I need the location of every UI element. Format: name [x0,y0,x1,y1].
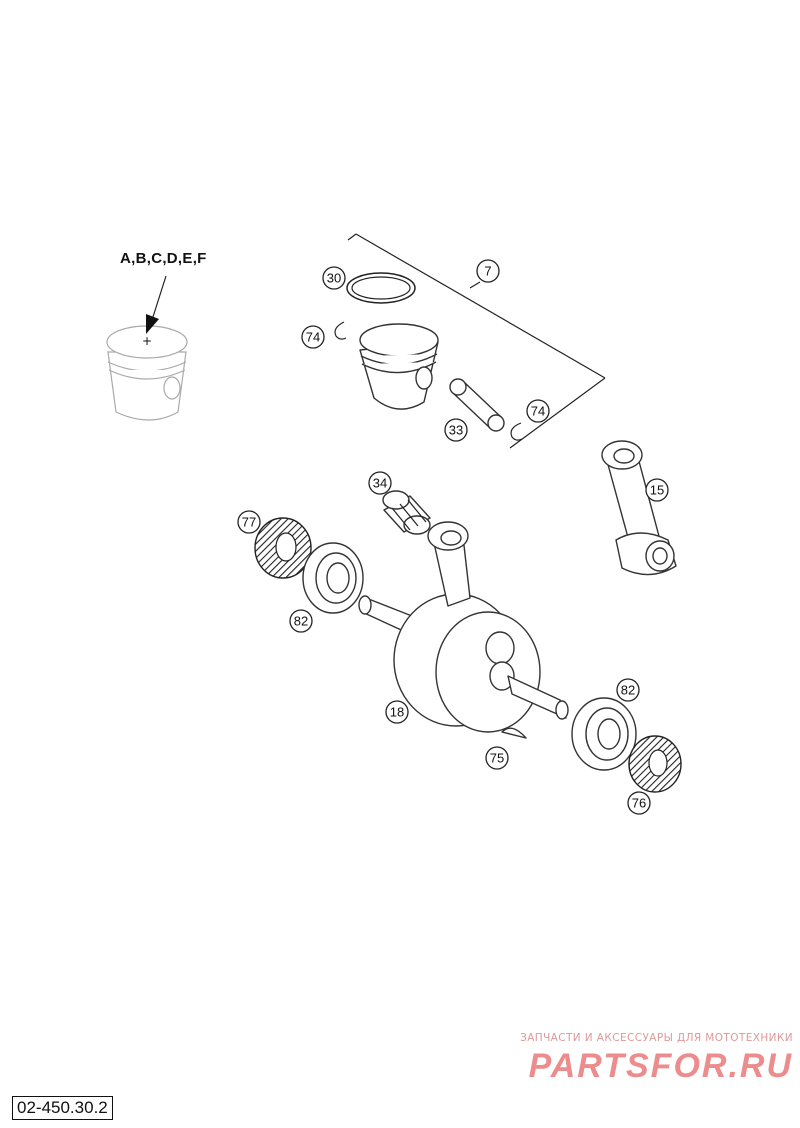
watermark: ЗАПЧАСТИ И АКСЕССУАРЫ ДЛЯ МОТОТЕХНИКИ PA… [488,1032,793,1086]
svg-text:74: 74 [531,404,545,419]
callout-piston-ring[interactable]: 30 [322,266,346,290]
ball-bearing-right [571,697,637,771]
svg-text:30: 30 [327,271,341,286]
needle-bearing [382,490,431,535]
callout-crankshaft[interactable]: 18 [385,700,409,724]
callout-bearing-right[interactable]: 82 [616,678,640,702]
callout-needle-bearing[interactable]: 34 [368,471,392,495]
oil-seal-right [628,735,682,793]
svg-text:34: 34 [373,476,387,491]
svg-text:76: 76 [632,796,646,811]
svg-text:33: 33 [449,423,463,438]
piston-kit-bracket [347,233,606,449]
callout-seal-left[interactable]: 77 [237,510,261,534]
watermark-logo: PARTSFOR.RU [528,1047,793,1085]
oil-seal-left [254,517,312,579]
circlip-right [510,422,523,441]
callout-seal-right[interactable]: 76 [627,791,651,815]
reference-piston: + [106,325,188,421]
ball-bearing-left [302,542,364,614]
piston-ring [346,272,416,304]
callout-woodruff-key[interactable]: 75 [485,746,509,770]
svg-text:74: 74 [306,330,320,345]
svg-text:82: 82 [294,614,308,629]
svg-text:18: 18 [390,705,404,720]
callout-circlip-left[interactable]: 74 [301,325,325,349]
svg-text:75: 75 [490,751,504,766]
piston-pin [449,378,505,432]
woodruff-key [501,727,527,739]
callout-bearing-left[interactable]: 82 [289,609,313,633]
callout-piston-pin[interactable]: 33 [444,418,468,442]
svg-text:77: 77 [242,515,256,530]
pointer-arrow [146,275,167,334]
svg-text:+: + [142,334,152,348]
svg-text:7: 7 [484,264,491,279]
watermark-tagline: ЗАПЧАСТИ И АКСЕССУАРЫ ДЛЯ МОТОТЕХНИКИ [520,1032,793,1044]
callout-circlip-right[interactable]: 74 [526,399,550,423]
callout-piston-kit[interactable]: 7 [476,259,500,283]
piston [359,323,439,410]
connecting-rod [601,440,677,576]
svg-text:82: 82 [621,683,635,698]
callout-conrod-kit[interactable]: 15 [645,478,669,502]
circlip-left [334,321,347,340]
crankshaft [358,521,569,733]
diagram-code: 02-450.30.2 [12,1096,113,1120]
piston-sizes-label: A,B,C,D,E,F [120,250,207,267]
svg-text:15: 15 [650,483,664,498]
